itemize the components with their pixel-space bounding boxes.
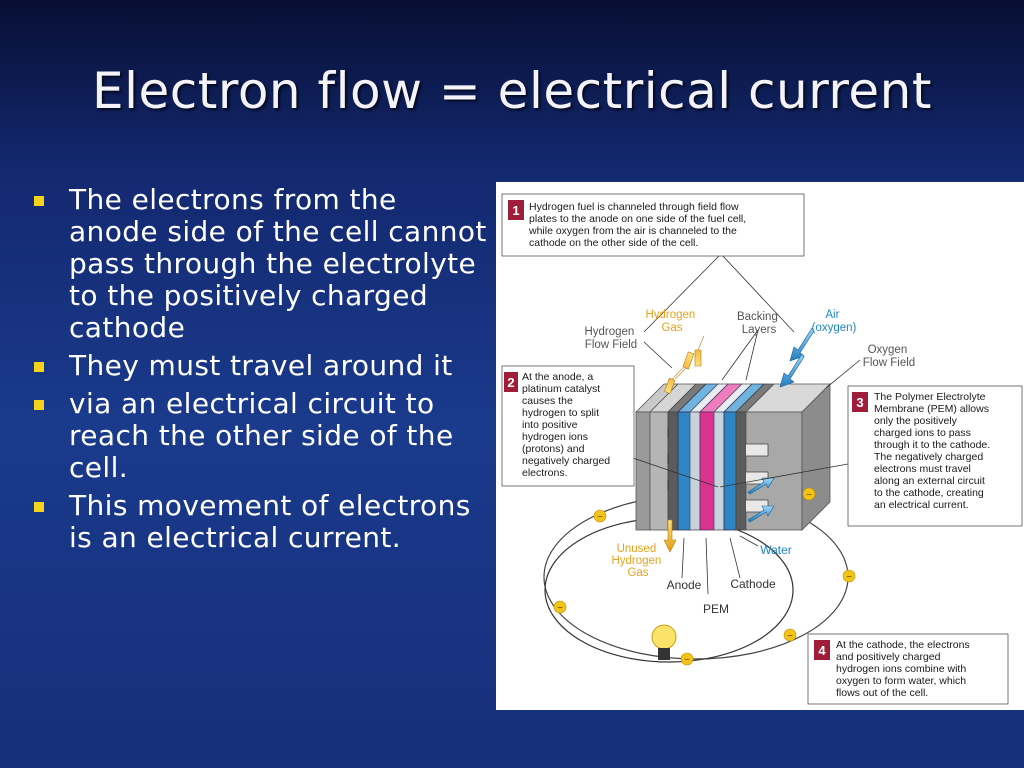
step-1-badge: 1 (512, 203, 519, 218)
hydrogen-inlet-arrows (664, 335, 705, 394)
svg-text:−: − (684, 655, 690, 666)
label-air-oxygen: Air (oxygen) (812, 309, 857, 334)
step-4-badge: 4 (818, 643, 826, 658)
pem-membrane (699, 411, 715, 531)
bullet-square-icon (34, 196, 44, 206)
fuel-cell-diagram: − − − − − − 1 Hydrogen fuel is channeled… (496, 182, 1024, 710)
bullet-item: via an electrical circuit to reach the o… (30, 388, 492, 484)
label-backing-layers: Backing Layers (737, 311, 781, 336)
label-water: Water (760, 543, 792, 557)
callout-step-4: 4 At the cathode, the electrons and posi… (807, 633, 1009, 705)
bullet-square-icon (34, 400, 44, 410)
bullet-item: This movement of electrons is an electri… (30, 490, 492, 554)
svg-text:Hydrogen fuel is channeled thr: Hydrogen fuel is channeled through field… (528, 201, 749, 249)
svg-text:−: − (846, 572, 852, 583)
cathode-layer (723, 411, 737, 531)
slide-title: Electron flow = electrical current (92, 62, 932, 120)
bullet-item: The electrons from the anode side of the… (30, 184, 492, 344)
svg-text:−: − (806, 490, 812, 501)
label-cathode: Cathode (730, 577, 776, 591)
anode-layer (677, 411, 691, 531)
label-unused-hydrogen-gas: Unused Hydrogen Gas (611, 543, 664, 579)
fuel-cell-svg: − − − − − − 1 Hydrogen fuel is channeled… (501, 193, 1023, 705)
svg-text:−: − (597, 512, 603, 523)
leader-lines (629, 253, 861, 595)
label-oxygen-flow-field: Oxygen Flow Field (863, 344, 915, 369)
bullet-square-icon (34, 362, 44, 372)
step-2-badge: 2 (507, 375, 514, 390)
fuel-cell-stack (635, 383, 831, 531)
bullet-square-icon (34, 502, 44, 512)
callout-step-2: 2 At the anode, a platinum catalyst caus… (501, 365, 635, 487)
label-pem: PEM (703, 602, 729, 616)
electron-markers: − − − − − − (553, 487, 856, 666)
step-3-badge: 3 (856, 395, 863, 410)
callout-step-3: 3 The Polymer Electrolyte Membrane (PEM)… (847, 385, 1023, 527)
light-bulb-icon (651, 624, 677, 660)
air-inlet-arrows (779, 327, 815, 388)
bullet-item: They must travel around it (30, 350, 492, 382)
svg-text:At the anode, a platinum: At the anode, a platinum catalyst causes… (522, 371, 613, 479)
label-anode: Anode (667, 578, 702, 592)
svg-text:At the cathode, the electrons: At the cathode, the electrons and positi… (836, 639, 973, 699)
svg-text:The Polymer Electrolyte: The Polymer Electrolyte Membrane (PEM) a… (874, 391, 993, 511)
bullet-list: The electrons from the anode side of the… (30, 184, 492, 560)
svg-text:−: − (557, 603, 563, 614)
svg-text:−: − (787, 631, 793, 642)
unused-hydrogen-arrow (663, 519, 677, 553)
callout-step-1: 1 Hydrogen fuel is channeled through fie… (501, 193, 805, 257)
label-hydrogen-gas: Hydrogen Gas (645, 309, 698, 334)
label-hydrogen-flow-field: Hydrogen Flow Field (584, 326, 637, 351)
